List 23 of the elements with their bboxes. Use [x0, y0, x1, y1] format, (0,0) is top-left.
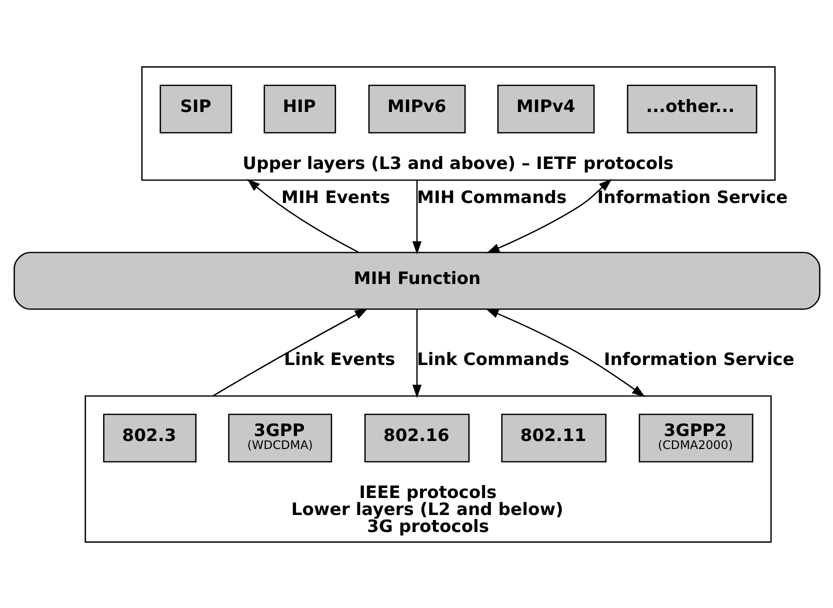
edge-label: Link Events	[284, 349, 395, 370]
edge-label: MIH Commands	[416, 188, 566, 208]
arrow	[484, 308, 645, 397]
node-box: 3GPP2 (CDMA2000)	[638, 413, 753, 462]
node-box: 802.3	[102, 413, 196, 462]
node-box: MIH Function	[13, 251, 820, 310]
edge-label: Information Service	[603, 349, 794, 370]
node-box: 3GPP (WDCDMA)	[228, 413, 332, 462]
node-box: 802.11	[500, 413, 606, 462]
node-box: HIP	[263, 84, 336, 133]
edge-label: MIH Events	[280, 188, 390, 208]
arrow	[246, 178, 358, 252]
node-box: MIPv4	[496, 84, 594, 133]
arrow	[212, 308, 368, 396]
node-box: SIP	[159, 84, 232, 133]
arrow	[486, 178, 612, 253]
arrow	[412, 180, 422, 254]
node-box: 802.16	[364, 413, 470, 462]
edge-label: Information Service	[596, 188, 788, 208]
node-box: ...other...	[626, 84, 757, 133]
node-box: MIPv6	[368, 84, 466, 133]
edge-label: Link Commands	[416, 349, 569, 370]
arrow	[412, 308, 422, 398]
